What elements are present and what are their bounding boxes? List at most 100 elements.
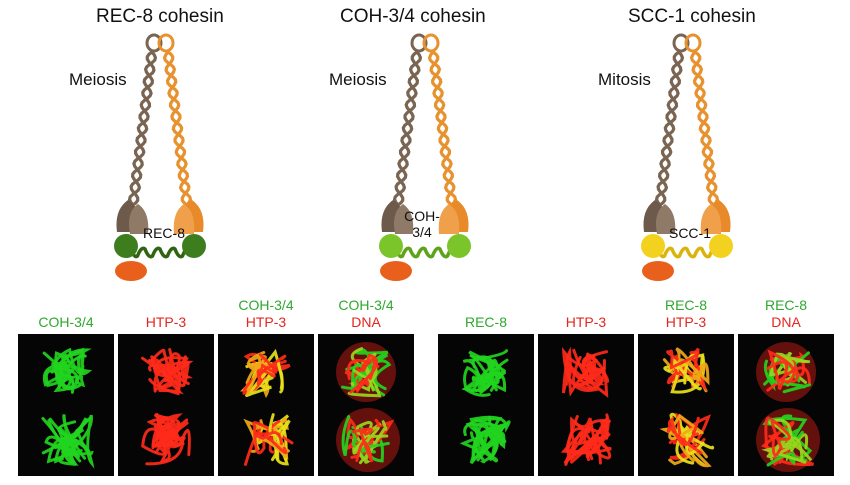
process-label-scc1: Mitosis <box>598 70 651 89</box>
micrograph-image <box>41 347 95 469</box>
micrograph-label-line: REC-8 <box>464 314 507 330</box>
chromosome-axis <box>761 436 807 464</box>
cohesin-diagram <box>114 33 733 281</box>
smc-hinge-right <box>422 33 440 53</box>
smc-hinge-right <box>157 33 175 53</box>
process-label-rec8: Meiosis <box>69 70 127 89</box>
chromosome-axis <box>147 355 167 372</box>
smc-head-left-lobe <box>656 204 676 234</box>
smc-arm-right-strand <box>691 50 720 207</box>
chromosome-axis <box>349 353 379 394</box>
chromosome-axis <box>469 415 511 446</box>
chromosome-axis <box>766 349 796 391</box>
micrograph-label-line: REC-8 <box>764 297 807 313</box>
chromosome-axis <box>256 353 278 386</box>
kleisin-n-domain <box>114 234 138 258</box>
chromosome-axis <box>564 419 611 466</box>
micrograph-label-line: COH-3/4 <box>238 297 294 313</box>
chromosome-axis <box>44 426 82 463</box>
chromosome-axis <box>666 416 703 455</box>
micrograph-label: HTP-3 <box>538 314 634 331</box>
kleisin-n-domain <box>641 234 665 258</box>
chromosome-axis <box>246 351 267 395</box>
micrograph-image <box>756 342 820 472</box>
smc-arm-right-strand <box>689 50 718 207</box>
micrograph-image <box>239 348 294 466</box>
kleisin-linker <box>128 244 192 259</box>
chromosome-axis <box>163 348 183 391</box>
kleisin-label-scc1: SCC-1 <box>668 225 711 241</box>
kleisin-c-domain <box>182 234 206 258</box>
smc-arm-right-strand <box>429 50 458 207</box>
chromosome-axis <box>462 370 507 393</box>
micrograph-panel-merge <box>638 334 734 476</box>
micrograph-label-line: HTP-3 <box>245 314 287 330</box>
chromosome-axis <box>153 413 180 440</box>
kleisin-label-rec8: REC-8 <box>142 225 185 241</box>
chromosome-axis <box>155 429 185 463</box>
kleisin-linker <box>655 244 719 259</box>
chromosome-axis <box>573 417 602 465</box>
micrograph-label-line: REC-8 <box>664 297 707 313</box>
micrograph-label: COH-3/4 <box>18 314 114 331</box>
complex-title-scc1: SCC-1 cohesin <box>628 6 756 27</box>
micrograph-label-line: HTP-3 <box>665 314 707 330</box>
micrograph-panel-red <box>118 334 214 476</box>
smc-arm-left-strand <box>129 50 158 207</box>
micrograph-image <box>659 347 715 468</box>
smc-head-right-lobe <box>173 204 195 234</box>
smc-arm-left-strand <box>656 50 685 207</box>
kleisin-c-domain <box>709 234 733 258</box>
chromosome-axis <box>42 363 81 394</box>
smc-arm-right-strand <box>427 50 456 207</box>
smc-arm-left-strand <box>127 50 156 207</box>
micrograph-label-line: COH-3/4 <box>38 314 94 330</box>
smc-arm-left-strand <box>392 50 421 207</box>
micrograph-panel-dna <box>318 334 414 476</box>
kleisin-label-coh34: COH-3/4 <box>404 208 440 240</box>
cohesin-ring-coh34 <box>379 33 471 281</box>
smc-head-left-lobe <box>394 204 414 234</box>
micrograph-label-line: COH-3/4 <box>338 297 394 313</box>
micrograph-image <box>336 342 400 472</box>
smc-hinge-left <box>410 33 428 53</box>
chromosome-axis <box>573 353 606 390</box>
chromosome-axis <box>351 427 374 463</box>
micrograph-label: REC-8 <box>438 314 534 331</box>
kleisin-n-domain <box>379 234 403 258</box>
smc-arm-left-strand <box>654 50 683 207</box>
micrograph-panel-merge <box>218 334 314 476</box>
smc-head-left-lobe <box>129 204 149 234</box>
micrograph-image <box>459 349 511 465</box>
chromosome-axis <box>145 416 185 466</box>
kleisin-c-domain <box>447 234 471 258</box>
micrograph-panel-red <box>538 334 634 476</box>
chromosome-axis <box>468 350 506 392</box>
chromosome-axis <box>768 418 813 462</box>
micrograph-panel-green <box>438 334 534 476</box>
smc-arm-right-strand <box>164 50 193 207</box>
micrograph-label-line: HTP-3 <box>565 314 607 330</box>
scc3-accessory-subunit <box>115 261 147 281</box>
micrograph-label: HTP-3 <box>118 314 214 331</box>
chromosome-axis <box>666 349 700 370</box>
chromosome-axis <box>560 416 593 454</box>
complex-title-coh34: COH-3/4 cohesin <box>340 6 486 27</box>
scc3-accessory-subunit <box>380 261 412 281</box>
chromosome-axis <box>568 364 606 386</box>
micrograph-image <box>560 346 612 466</box>
micrograph-image <box>141 348 194 466</box>
smc-arm-left-strand <box>394 50 423 207</box>
chromosome-axis <box>54 414 95 469</box>
chromosome-axis <box>561 346 572 394</box>
scc3-accessory-subunit <box>642 261 674 281</box>
chromosome-axis <box>253 431 288 455</box>
smc-hinge-left <box>672 33 690 53</box>
micrograph-panel-green <box>18 334 114 476</box>
micrograph-label-line: DNA <box>351 314 381 330</box>
kleisin-linker <box>393 244 457 259</box>
